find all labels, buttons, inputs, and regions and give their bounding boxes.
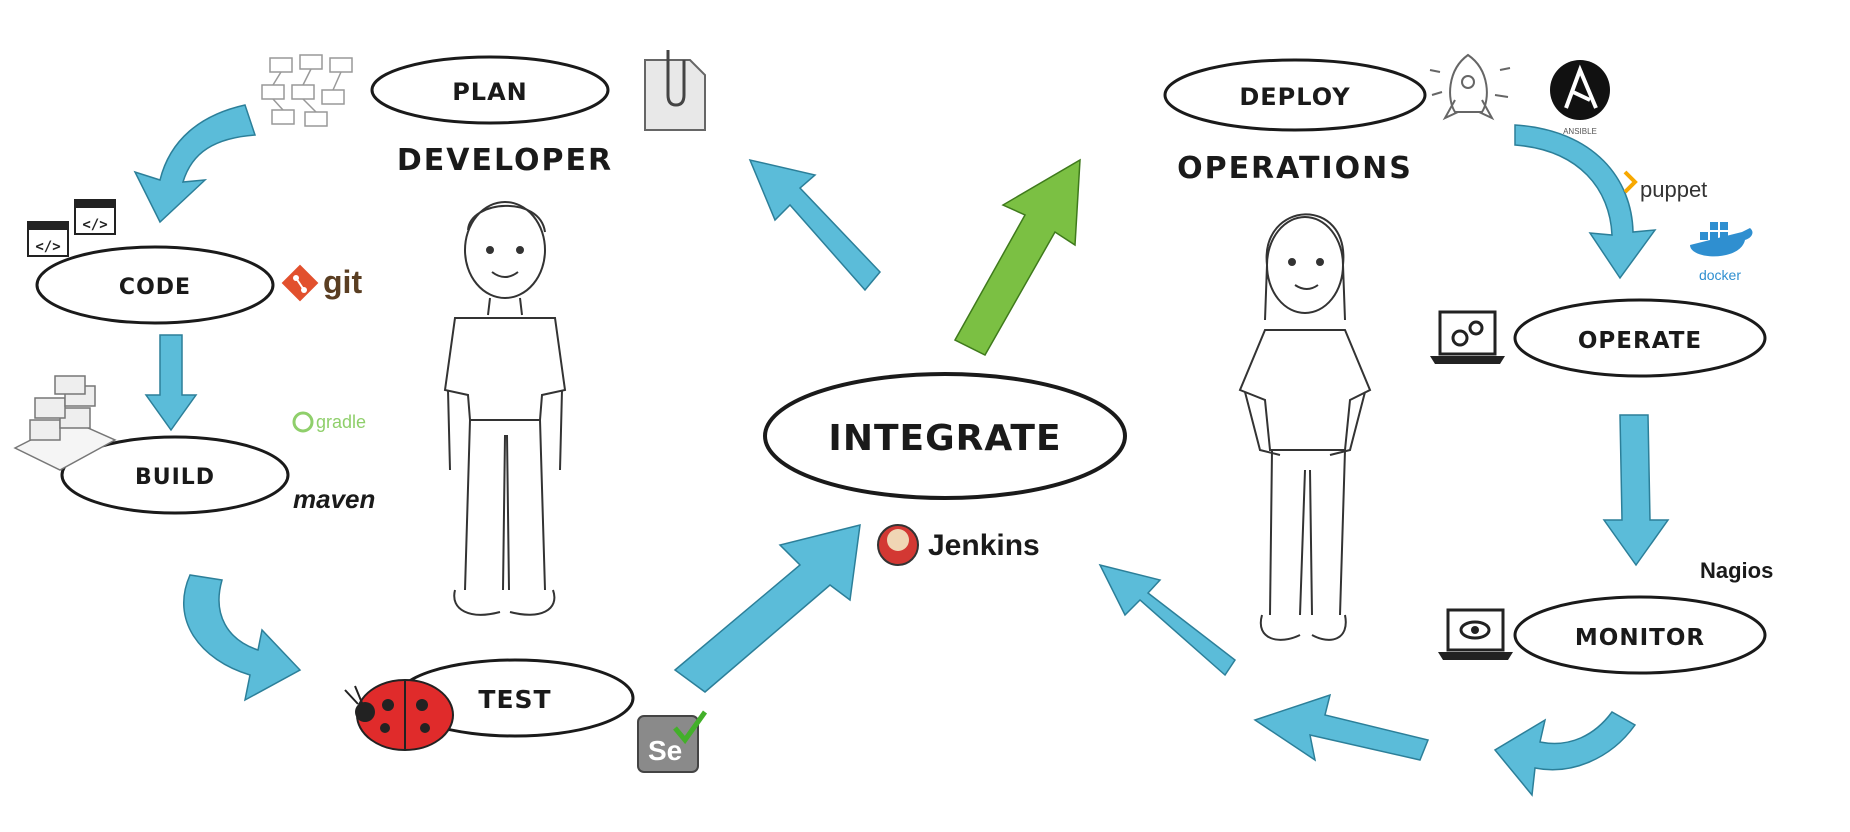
laptop-eye-icon [1438, 608, 1513, 660]
jenkins-logo-text: Jenkins [928, 529, 1040, 562]
stage-code: CODE [35, 245, 275, 325]
svg-text:</>: </> [35, 239, 60, 255]
stage-deploy: DEPLOY [1163, 58, 1427, 132]
svg-text:</>: </> [82, 217, 107, 233]
arrow-deploy-to-operate [1514, 124, 1657, 280]
ladybug-icon [344, 679, 454, 751]
stage-operate-label: OPERATE [1578, 328, 1702, 354]
document-clip-icon [644, 50, 706, 131]
arrow-plan-to-code [133, 104, 257, 224]
operations-figure [1238, 213, 1372, 641]
rocket-icon [1429, 53, 1511, 121]
ansible-logo-text: ANSIBLE [1563, 127, 1597, 136]
stage-integrate-label: INTEGRATE [828, 418, 1061, 459]
stage-monitor-label: MONITOR [1575, 625, 1705, 651]
stage-test-label: TEST [478, 685, 551, 714]
stage-plan-label: PLAN [452, 78, 528, 106]
git-logo: git [281, 264, 362, 302]
stage-deploy-label: DEPLOY [1239, 83, 1350, 111]
stage-code-label: CODE [119, 275, 191, 300]
stage-build-label: BUILD [135, 465, 215, 490]
maven-logo: maven [293, 484, 375, 514]
jenkins-logo: Jenkins [877, 524, 1040, 566]
arrow-integrate-to-plan [748, 158, 882, 292]
role-developer-label: DEVELOPER [397, 143, 613, 178]
arrow-build-to-test [183, 574, 302, 702]
puppet-logo: puppet [1623, 170, 1707, 202]
arrow-integrate-to-deploy [953, 158, 1081, 356]
laptop-gears-icon [1430, 310, 1505, 364]
build-boxes-icon [13, 375, 117, 471]
git-logo-text: git [323, 264, 362, 300]
docker-logo-text: docker [1699, 267, 1741, 283]
stage-plan: PLAN [370, 55, 610, 125]
ansible-logo: ANSIBLE [1550, 60, 1610, 136]
arrow-monitor-to-integrate-lower [1253, 693, 1430, 762]
arrow-monitor-to-integrate-upper [1098, 563, 1237, 677]
role-operations-label: OPERATIONS [1177, 151, 1413, 186]
docker-logo: docker [1690, 222, 1753, 283]
nagios-logo: Nagios [1700, 558, 1773, 583]
stage-operate: OPERATE [1513, 298, 1767, 378]
puppet-logo-text: puppet [1640, 177, 1707, 202]
stage-build: BUILD [60, 435, 290, 515]
arrow-test-to-integrate [673, 524, 861, 693]
arrow-operate-to-monitor [1602, 414, 1670, 567]
arrow-monitor-loop [1493, 711, 1637, 797]
code-tags-icon: </> </> [27, 199, 116, 257]
gradle-logo: gradle [292, 411, 366, 433]
selenium-logo-text: Se [648, 735, 682, 766]
stage-integrate: INTEGRATE [763, 372, 1127, 500]
developer-figure [443, 201, 567, 616]
selenium-logo: Se [637, 710, 708, 773]
stage-monitor: MONITOR [1513, 595, 1767, 675]
arrow-code-to-build [144, 334, 198, 432]
flowchart-icon [261, 54, 353, 127]
gradle-logo-text: gradle [316, 412, 366, 432]
